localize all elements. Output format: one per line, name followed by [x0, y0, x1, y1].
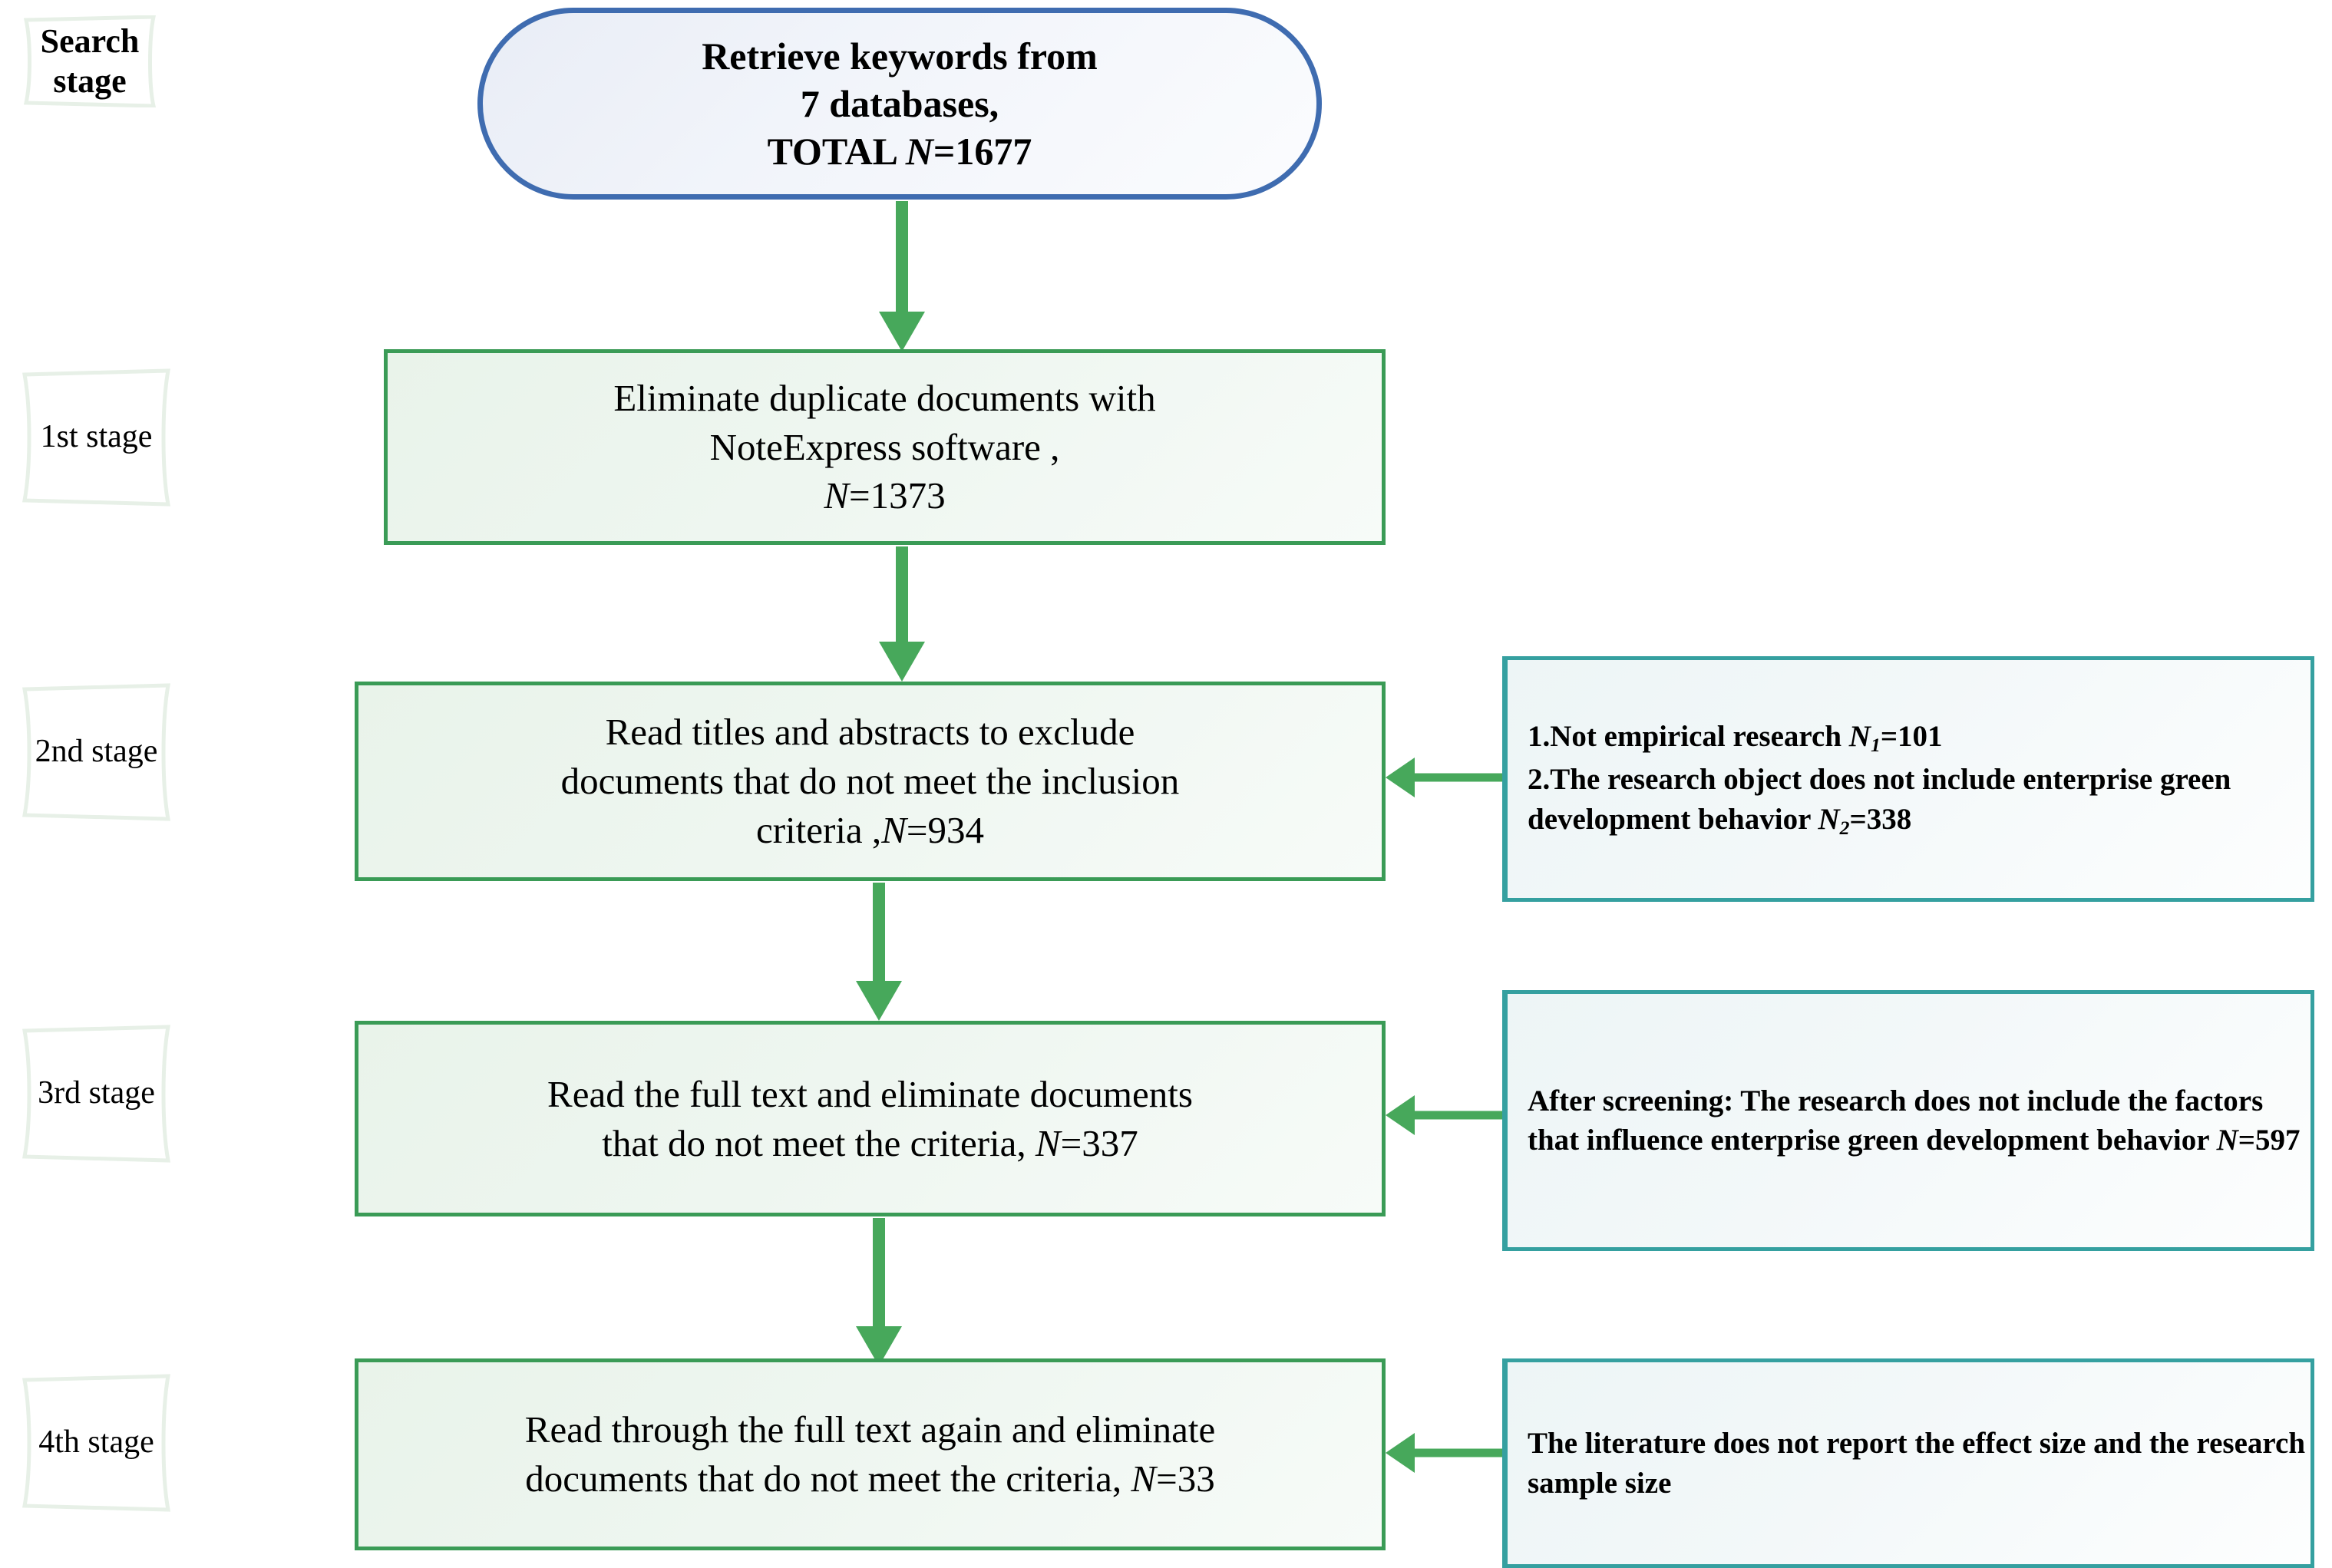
step1-line1: Eliminate duplicate documents with — [613, 376, 1156, 419]
step3-line2: that do not meet the criteria, N=337 — [547, 1119, 1193, 1168]
step1-line2: NoteExpress software , — [709, 425, 1060, 468]
arrow-head-icon — [856, 981, 902, 1021]
node-read-full-text-again: Read through the full text again and eli… — [355, 1358, 1386, 1550]
node-read-full-text-again-text: Read through the full text again and eli… — [525, 1405, 1215, 1503]
flag-shape-icon — [22, 683, 171, 821]
stage-label-2nd-text: 2nd stage — [35, 734, 158, 770]
step1-n-value: =1373 — [849, 474, 946, 517]
node-eliminate-duplicates: Eliminate duplicate documents with NoteE… — [384, 349, 1386, 545]
note2-item2-sub: 2 — [1839, 816, 1850, 839]
step2-prefix: criteria , — [755, 808, 882, 851]
arrow-shaft — [873, 1218, 885, 1328]
node-retrieve-keywords-text: Retrieve keywords from 7 databases, TOTA… — [702, 32, 1098, 175]
flag-shape-icon — [22, 1025, 171, 1163]
stage-label-2nd: 2nd stage — [14, 683, 179, 821]
step4-prefix: documents that do not meet the criteria, — [525, 1457, 1131, 1500]
note2-item1-sub: 1 — [1870, 734, 1881, 757]
note2-item1-symbol: N — [1848, 720, 1871, 754]
note3-n-value: =597 — [2238, 1124, 2301, 1157]
arrow-head-icon — [879, 312, 925, 352]
step3-n-value: =337 — [1060, 1121, 1138, 1164]
note2-item1-value: =101 — [1880, 720, 1943, 754]
stage-label-4th: 4th stage — [14, 1374, 179, 1512]
arrow-shaft — [896, 201, 908, 313]
terminator-line3: TOTAL N=1677 — [702, 127, 1098, 175]
note2-item2: 2.The research object does not include e… — [1528, 760, 2311, 841]
node-read-titles-abstracts: Read titles and abstracts to exclude doc… — [355, 682, 1386, 881]
stage-label-1st-text: 1st stage — [40, 419, 153, 455]
step3-line1: Read the full text and eliminate documen… — [547, 1072, 1193, 1115]
step2-n-symbol: N — [881, 808, 907, 851]
note-stage2-text: 1.Not empirical research N1=101 2.The re… — [1508, 717, 2311, 841]
step3-prefix: that do not meet the criteria, — [602, 1121, 1036, 1164]
step4-line2: documents that do not meet the criteria,… — [525, 1454, 1215, 1504]
note2-item1: 1.Not empirical research N1=101 — [1528, 717, 2311, 758]
node-read-full-text: Read the full text and eliminate documen… — [355, 1021, 1386, 1216]
terminator-n-symbol: N — [905, 130, 933, 173]
stage-label-3rd-text: 3rd stage — [38, 1075, 155, 1111]
arrow-note4-to-step4 — [1386, 1431, 1535, 1474]
note-stage2-exclusions: 1.Not empirical research N1=101 2.The re… — [1502, 656, 2314, 902]
step2-line2: documents that do not meet the inclusion — [560, 760, 1180, 803]
flag-shape-icon — [22, 368, 171, 507]
terminator-n-value: =1677 — [933, 130, 1032, 173]
stage-label-1st: 1st stage — [14, 368, 179, 507]
step4-line1: Read through the full text again and eli… — [524, 1408, 1216, 1451]
arrow-step3-to-step4 — [837, 1218, 921, 1366]
node-read-full-text-text: Read the full text and eliminate documen… — [547, 1070, 1193, 1167]
node-read-titles-abstracts-text: Read titles and abstracts to exclude doc… — [561, 708, 1180, 854]
step1-n-symbol: N — [824, 474, 850, 517]
arrow-terminator-to-step1 — [860, 201, 944, 352]
stage-label-4th-text: 4th stage — [38, 1424, 154, 1461]
arrow-step1-to-step2 — [860, 546, 944, 682]
arrow-head-icon — [879, 642, 925, 682]
note3-text: After screening: The research does not i… — [1528, 1084, 2264, 1157]
stage-label-3rd: 3rd stage — [14, 1025, 179, 1163]
arrow-shaft — [1411, 1111, 1535, 1120]
node-retrieve-keywords: Retrieve keywords from 7 databases, TOTA… — [477, 8, 1322, 200]
step2-n-value: =934 — [906, 808, 985, 851]
arrow-step2-to-step3 — [837, 883, 921, 1021]
stage-label-line2: stage — [53, 62, 127, 100]
arrow-note2-to-step2 — [1386, 756, 1535, 799]
arrow-shaft — [896, 546, 908, 643]
note2-item1-text: 1.Not empirical research — [1528, 720, 1849, 754]
step4-n-value: =33 — [1156, 1457, 1215, 1500]
terminator-line1: Retrieve keywords from — [702, 35, 1098, 78]
note-stage3-text: After screening: The research does not i… — [1508, 1081, 2311, 1160]
flag-shape-icon — [22, 1374, 171, 1512]
note2-item2-value: =338 — [1849, 802, 1912, 836]
note3-n-symbol: N — [2216, 1124, 2238, 1157]
terminator-line2: 7 databases, — [800, 82, 999, 125]
arrow-note3-to-step3 — [1386, 1094, 1535, 1137]
arrow-shaft — [873, 883, 885, 982]
stage-label-line1: Search — [40, 22, 140, 61]
step2-line3: criteria ,N=934 — [561, 806, 1180, 855]
stage-label-search: Search stage — [17, 15, 163, 107]
stage-label-search-text: Search stage — [33, 21, 147, 101]
arrow-shaft — [1411, 1448, 1535, 1457]
node-eliminate-duplicates-text: Eliminate duplicate documents with NoteE… — [613, 374, 1155, 520]
arrow-shaft — [1411, 773, 1535, 782]
note-stage4-exclusions: The literature does not report the effec… — [1502, 1358, 2314, 1568]
step2-line1: Read titles and abstracts to exclude — [605, 711, 1135, 754]
arrow-head-icon — [1386, 758, 1415, 797]
arrow-head-icon — [1386, 1095, 1415, 1135]
note2-item2-text: 2.The research object does not include e… — [1528, 763, 2231, 836]
arrow-head-icon — [1386, 1433, 1415, 1473]
note-stage3-exclusions: After screening: The research does not i… — [1502, 990, 2314, 1251]
step3-n-symbol: N — [1035, 1121, 1061, 1164]
step1-line3: N=1373 — [613, 471, 1155, 520]
note2-item2-symbol: N — [1818, 802, 1840, 836]
terminator-total-prefix: TOTAL — [767, 130, 906, 173]
step4-n-symbol: N — [1131, 1457, 1157, 1500]
flag-shape-icon — [23, 15, 157, 107]
note-stage4-text: The literature does not report the effec… — [1528, 1427, 2306, 1500]
